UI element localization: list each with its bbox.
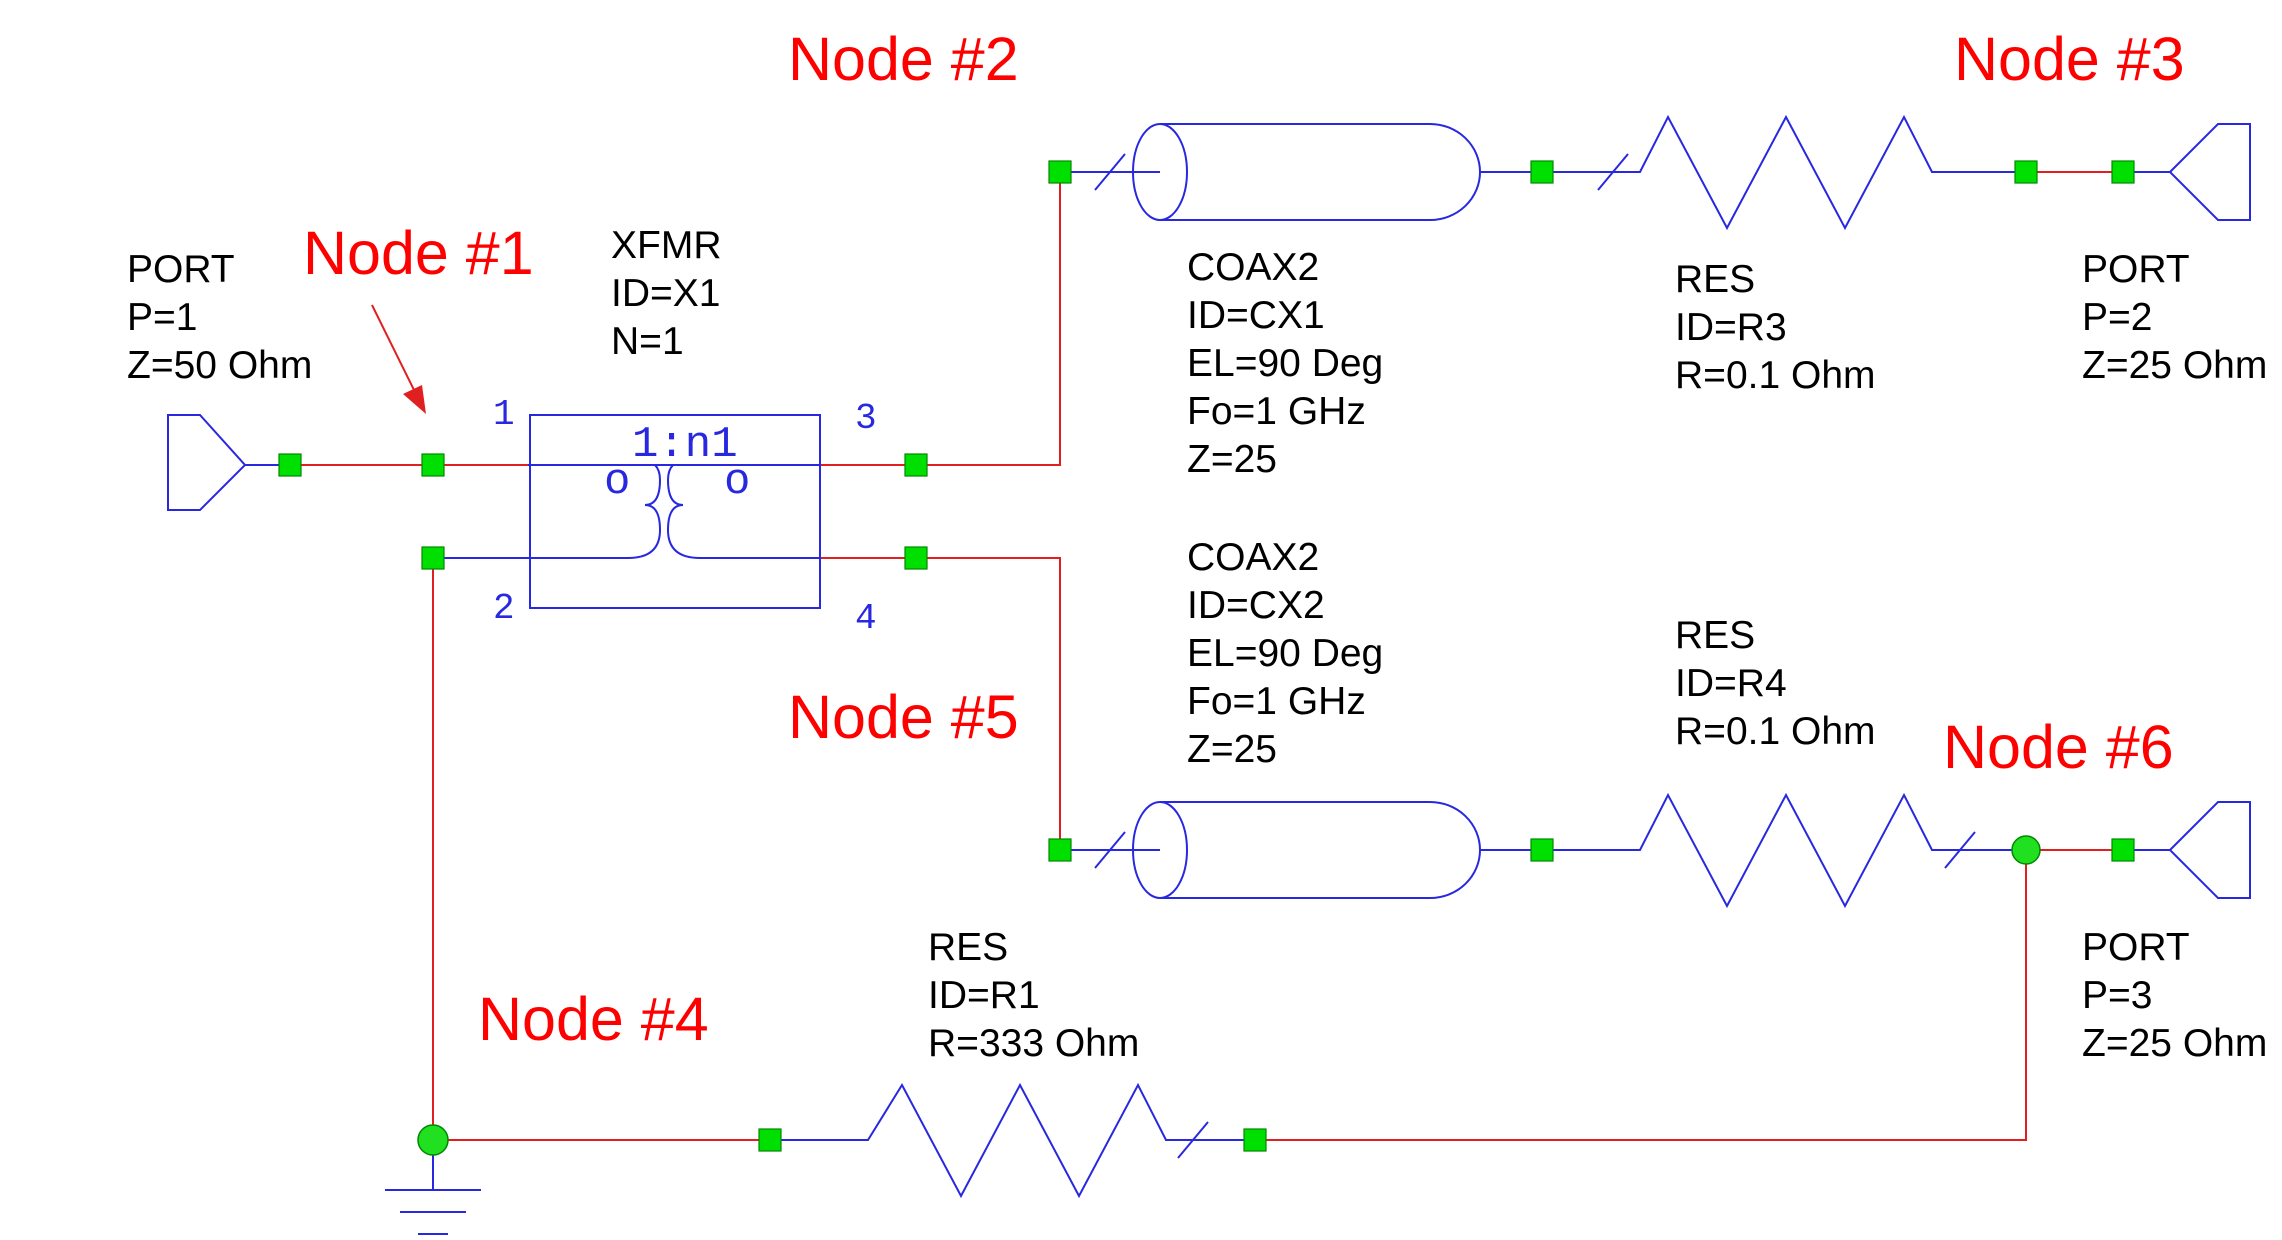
resistor-r3[interactable] <box>1542 114 2026 231</box>
wire-pin3-to-coax1 <box>820 172 1061 466</box>
wires <box>290 171 2123 1141</box>
pin-xfmr-2[interactable] <box>421 546 445 570</box>
port-2-symbol[interactable] <box>2123 123 2251 221</box>
coax-2-id: ID=CX2 <box>1187 584 1325 627</box>
junction-node6[interactable] <box>2011 835 2041 865</box>
port-3-symbol[interactable] <box>2123 801 2251 899</box>
junction-ground[interactable] <box>417 1124 449 1156</box>
node-4-label: Node #4 <box>478 985 709 1053</box>
port-3-type: PORT <box>2082 926 2190 969</box>
pin-port1[interactable] <box>278 453 302 477</box>
port-3-z: Z=25 Ohm <box>2082 1022 2267 1065</box>
coax-2-label: COAX2 ID=CX2 EL=90 Deg Fo=1 GHz Z=25 <box>1187 536 1383 771</box>
xfmr-dot-left: o <box>604 457 630 507</box>
port-2-z: Z=25 Ohm <box>2082 344 2267 387</box>
xfmr-label: XFMR ID=X1 N=1 <box>611 224 722 363</box>
res-4-id: ID=R4 <box>1675 662 1787 705</box>
pin-r1-in[interactable] <box>758 1128 782 1152</box>
coax-1-el: EL=90 Deg <box>1187 342 1383 385</box>
pin-xfmr-1[interactable] <box>421 453 445 477</box>
port-1-p: P=1 <box>127 296 197 339</box>
port-3-p: P=3 <box>2082 974 2152 1017</box>
res-1-type: RES <box>928 926 1008 969</box>
node-3-label: Node #3 <box>1954 25 2185 93</box>
pin-r1-out[interactable] <box>1243 1128 1267 1152</box>
res-3-type: RES <box>1675 258 1755 301</box>
coax-2-z: Z=25 <box>1187 728 1277 771</box>
pin-coax2-in[interactable] <box>1048 838 1072 862</box>
xfmr-id: ID=X1 <box>611 272 720 315</box>
resistor-r1[interactable] <box>770 1082 1255 1199</box>
pin-coax1-in[interactable] <box>1048 160 1072 184</box>
pin-coax1-out[interactable] <box>1530 160 1554 184</box>
transformer-x1[interactable] <box>433 414 821 609</box>
coax-1-id: ID=CX1 <box>1187 294 1325 337</box>
coax-2-el: EL=90 Deg <box>1187 632 1383 675</box>
pin-xfmr-4[interactable] <box>904 546 928 570</box>
node-1-arrow <box>371 304 426 414</box>
pin-port2[interactable] <box>2111 160 2135 184</box>
port-1-z: Z=50 Ohm <box>127 344 312 387</box>
res-1-r: R=333 Ohm <box>928 1022 1139 1065</box>
res-3-label: RES ID=R3 R=0.1 Ohm <box>1675 258 1876 397</box>
xfmr-ratio: 1:n1 <box>632 420 738 470</box>
port-1-symbol[interactable] <box>167 414 290 511</box>
node-6-label: Node #6 <box>1943 713 2174 781</box>
res-4-r: R=0.1 Ohm <box>1675 710 1876 753</box>
xfmr-pin-3-number: 3 <box>855 398 877 439</box>
port-2-p: P=2 <box>2082 296 2152 339</box>
wire-pin4-to-coax2 <box>820 557 1061 850</box>
port-1-label: PORT P=1 Z=50 Ohm <box>127 248 312 387</box>
coax-1-type: COAX2 <box>1187 246 1319 289</box>
res-4-label: RES ID=R4 R=0.1 Ohm <box>1675 614 1876 753</box>
res-1-id: ID=R1 <box>928 974 1040 1017</box>
xfmr-n: N=1 <box>611 320 684 363</box>
res-1-label: RES ID=R1 R=333 Ohm <box>928 926 1139 1065</box>
node-5-label: Node #5 <box>788 683 1019 751</box>
port-2-type: PORT <box>2082 248 2190 291</box>
port-2-label: PORT P=2 Z=25 Ohm <box>2082 248 2267 387</box>
coax-2-type: COAX2 <box>1187 536 1319 579</box>
coax-1-label: COAX2 ID=CX1 EL=90 Deg Fo=1 GHz Z=25 <box>1187 246 1383 481</box>
coax-1-fo: Fo=1 GHz <box>1187 390 1366 433</box>
pin-port3[interactable] <box>2111 838 2135 862</box>
port-1-type: PORT <box>127 248 235 291</box>
xfmr-pin-2-number: 2 <box>493 588 515 629</box>
xfmr-dot-right: o <box>724 457 750 507</box>
resistor-r4[interactable] <box>1542 792 2026 909</box>
port-3-label: PORT P=3 Z=25 Ohm <box>2082 926 2267 1065</box>
secondary-coil <box>666 464 701 559</box>
node-1-label: Node #1 <box>303 219 534 287</box>
node-2-label: Node #2 <box>788 25 1019 93</box>
coax-cx2[interactable] <box>1060 801 1542 899</box>
wire-r1-to-node6 <box>1255 850 2027 1141</box>
coax-2-fo: Fo=1 GHz <box>1187 680 1366 723</box>
res-3-r: R=0.1 Ohm <box>1675 354 1876 397</box>
primary-coil <box>627 464 662 559</box>
xfmr-type: XFMR <box>611 224 722 267</box>
pin-coax2-out[interactable] <box>1530 838 1554 862</box>
coax-1-z: Z=25 <box>1187 438 1277 481</box>
xfmr-pin-1-number: 1 <box>493 394 515 435</box>
coax-cx1[interactable] <box>1060 123 1542 221</box>
res-4-type: RES <box>1675 614 1755 657</box>
pins <box>278 160 2135 1156</box>
pin-r3-out[interactable] <box>2014 160 2038 184</box>
xfmr-pin-4-number: 4 <box>855 598 877 639</box>
res-3-id: ID=R3 <box>1675 306 1787 349</box>
pin-xfmr-3[interactable] <box>904 453 928 477</box>
